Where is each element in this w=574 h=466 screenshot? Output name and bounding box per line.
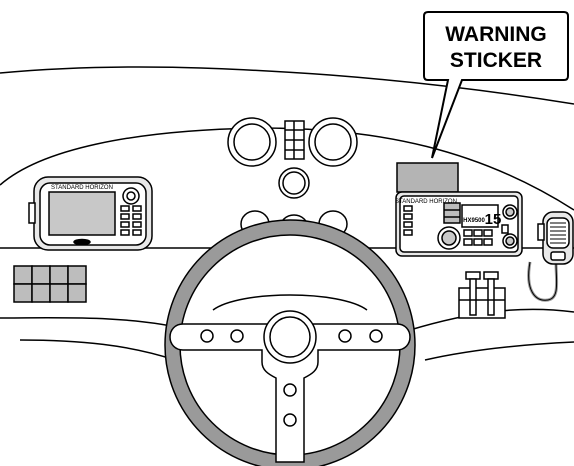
- callout-line-1: WARNING: [445, 23, 547, 46]
- switch-column-icon: [285, 121, 304, 159]
- callout-line-2: STICKER: [450, 49, 542, 72]
- warning-sticker-callout: WARNING STICKER: [424, 12, 568, 158]
- top-gauges: [228, 118, 357, 198]
- radio-channel: 15: [485, 211, 502, 228]
- switch-panel-icon: [14, 266, 86, 302]
- throttle-lever-icon: [459, 272, 505, 318]
- warning-sticker: [397, 163, 458, 192]
- radio-model: HX9500: [463, 218, 485, 224]
- vhf-radio-icon: STANDARD HORIZON HX9500 15: [395, 192, 522, 256]
- chartplotter-icon: STANDARD HORIZON: [29, 177, 152, 250]
- steering-wheel-icon: [165, 220, 415, 466]
- microphone-icon: [529, 212, 573, 300]
- chartplotter-brand: STANDARD HORIZON: [51, 185, 113, 191]
